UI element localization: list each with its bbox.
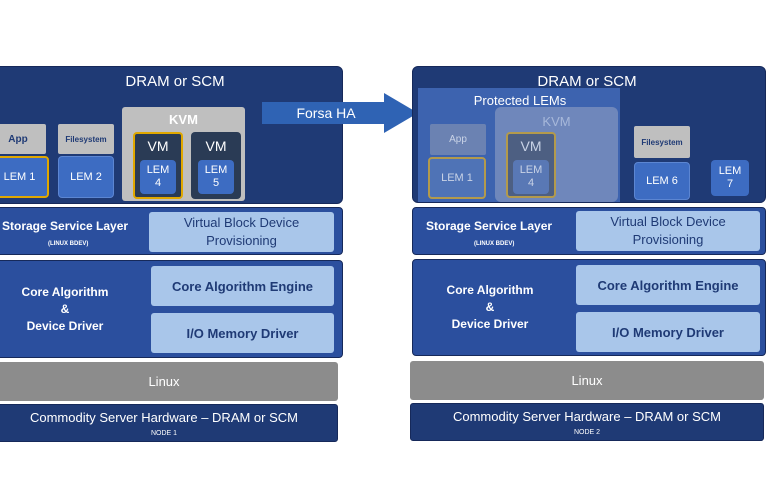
node1-filesystem-label: Filesystem xyxy=(65,134,107,144)
node1-lem5-label: LEM 5 xyxy=(204,164,228,189)
node1-hardware-label: Commodity Server Hardware – DRAM or SCM xyxy=(29,409,298,425)
node1-vbd-box: Virtual Block Device Provisioning xyxy=(149,212,334,252)
node2-vbd-label: Virtual Block Device Provisioning xyxy=(610,214,726,247)
node1-linux-label: Linux xyxy=(148,374,180,389)
node1-kvm-label: KVM xyxy=(169,111,198,127)
node1-vm-a-label: VM xyxy=(147,138,169,154)
node1-io-driver-label: I/O Memory Driver xyxy=(186,325,299,341)
node2-protected-label: Protected LEMs xyxy=(473,92,567,108)
node2-vbd-box: Virtual Block Device Provisioning xyxy=(576,211,760,251)
node1-io-driver-box: I/O Memory Driver xyxy=(151,313,334,353)
node2-filesystem-box: Filesystem xyxy=(634,126,690,158)
node2-core-engine-label: Core Algorithm Engine xyxy=(597,277,739,293)
node1-dram-title: DRAM or SCM xyxy=(125,72,225,90)
node2-hardware-bar xyxy=(410,403,764,441)
node1-filesystem-box: Filesystem xyxy=(58,124,114,154)
node2-linux-bdev: (LINUX BDEV) xyxy=(474,241,515,247)
node1-vm-b-label: VM xyxy=(205,138,227,154)
node1-linux-bdev: (LINUX BDEV) xyxy=(48,241,89,247)
node1-app-box: App xyxy=(0,124,46,154)
node1-lem2-label: LEM 2 xyxy=(70,171,102,183)
node1-storage-label: Storage Service Layer xyxy=(2,219,129,233)
node2-lem1-label: LEM 1 xyxy=(441,172,473,184)
node2-dram-title: DRAM or SCM xyxy=(537,72,637,90)
node2-vm-label: VM xyxy=(520,138,542,154)
node1-lem1: LEM 1 xyxy=(0,156,49,198)
node1-vbd-label: Virtual Block Device Provisioning xyxy=(183,215,300,248)
forsa-ha-label: Forsa HA xyxy=(296,105,356,121)
node1-lem4-label: LEM 4 xyxy=(146,164,170,189)
node2-storage-label: Storage Service Layer xyxy=(426,219,553,233)
node2-lem4: LEM 4 xyxy=(513,160,549,194)
node2-linux-bar: Linux xyxy=(410,361,764,400)
node2-lem6: LEM 6 xyxy=(634,162,690,200)
node1-lem2: LEM 2 xyxy=(58,156,114,198)
node2-node-label: NODE 2 xyxy=(573,428,601,436)
node1-hardware-bar xyxy=(0,404,338,442)
node2-app-label: App xyxy=(449,134,467,145)
node2-io-driver-box: I/O Memory Driver xyxy=(576,312,760,352)
node2-linux-label: Linux xyxy=(571,373,603,388)
node1-core-engine-box: Core Algorithm Engine xyxy=(151,266,334,306)
node2-io-driver-label: I/O Memory Driver xyxy=(612,324,724,340)
node1-lem5: LEM 5 xyxy=(198,160,234,194)
node1-lem1-label: LEM 1 xyxy=(3,171,36,183)
forsa-ha-arrow xyxy=(262,93,418,133)
node2-lem4-label: LEM 4 xyxy=(519,164,543,189)
node1-linux-bar: Linux xyxy=(0,362,338,401)
node2-hardware-label: Commodity Server Hardware – DRAM or SCM xyxy=(452,408,721,424)
node2-app-box: App xyxy=(430,124,486,155)
node1-lem4: LEM 4 xyxy=(140,160,176,194)
node1-node-label: NODE 1 xyxy=(150,429,178,437)
node1-core-engine-label: Core Algorithm Engine xyxy=(171,278,314,294)
node2-kvm-label: KVM xyxy=(542,113,571,129)
node1-app-label: App xyxy=(8,133,28,145)
node2-lem6-label: LEM 6 xyxy=(646,175,678,187)
node2-filesystem-label: Filesystem xyxy=(641,137,683,147)
node2-lem7-label: LEM 7 xyxy=(718,165,742,190)
node2-core-algo-label: Core Algorithm & Device Driver xyxy=(446,282,534,331)
node1-core-algo-label: Core Algorithm & Device Driver xyxy=(21,284,109,333)
node2-core-engine-box: Core Algorithm Engine xyxy=(576,265,760,305)
node2-lem1: LEM 1 xyxy=(428,157,486,199)
node2-lem7: LEM 7 xyxy=(711,160,749,196)
